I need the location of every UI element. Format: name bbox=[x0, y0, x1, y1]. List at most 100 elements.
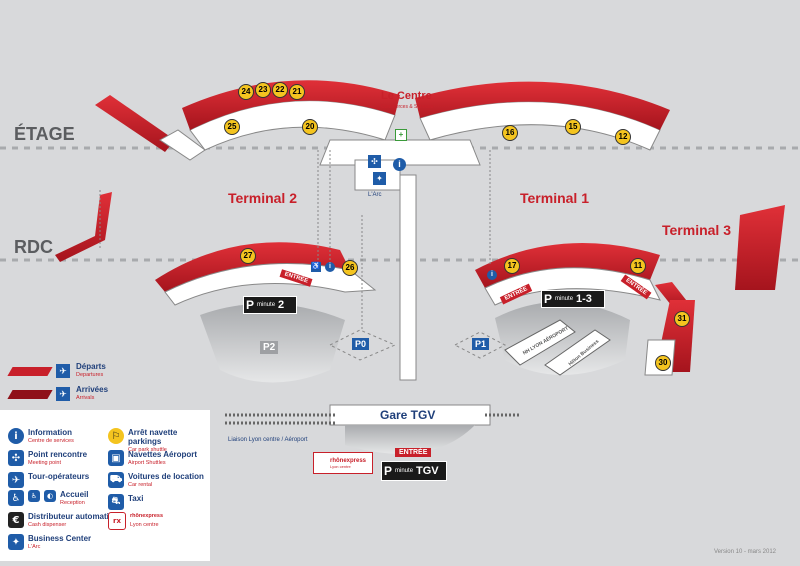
legend-tour-label: Tour-opérateurs bbox=[28, 472, 90, 481]
tour-operators-icon: ✈ bbox=[8, 472, 24, 488]
terminal-2-upper-wing bbox=[95, 80, 400, 161]
accessibility-icon-t2: ♿ bbox=[311, 262, 321, 272]
rhonexpress-box[interactable]: rhônexpress Lyon centre bbox=[313, 452, 373, 474]
p-minute-2-num: 2 bbox=[278, 299, 285, 311]
parking-p0-label: P0 bbox=[352, 338, 370, 350]
legend-taxi-label: Taxi bbox=[128, 494, 144, 503]
version-label: Version 10 - mars 2012 bbox=[713, 549, 776, 555]
gate-25: 25 bbox=[224, 119, 240, 135]
rhonexpress-sub: Lyon centre bbox=[330, 463, 351, 469]
label-rdc: RDC bbox=[14, 237, 53, 257]
business-center-icon: ✦ bbox=[8, 534, 24, 550]
gate-15: 15 bbox=[565, 119, 581, 135]
terminal-1-label: Terminal 1 bbox=[520, 190, 589, 206]
p-minute-13-num: 1-3 bbox=[576, 293, 592, 305]
car-rental-icon: ⛟ bbox=[108, 472, 124, 488]
p-minute-tgv-p: P bbox=[384, 464, 393, 478]
legend-rhonexpress-en: Lyon centre bbox=[130, 522, 159, 528]
meeting-point-icon: ✣ bbox=[8, 450, 24, 466]
legend-rental-en: Car rental bbox=[128, 482, 153, 488]
arrival-plane-icon: ✈ bbox=[56, 387, 70, 401]
legend-rhonexpress-label: rhônexpress bbox=[130, 513, 164, 519]
flow-departures: ✈ Départs Departures bbox=[7, 362, 106, 380]
gare-tgv-label: Gare TGV bbox=[380, 408, 436, 422]
le-centre-subtitle: Commerces & Services bbox=[381, 104, 434, 110]
gate-24: 24 bbox=[238, 84, 254, 100]
gate-20: 20 bbox=[302, 119, 318, 135]
arrival-swatch bbox=[7, 389, 53, 399]
gate-27: 27 bbox=[240, 248, 256, 264]
airport-shuttle-icon: ▣ bbox=[108, 450, 124, 466]
p-minute-13-p: P bbox=[544, 292, 553, 306]
p-minute-tgv-word: minute bbox=[395, 468, 414, 474]
gate-26: 26 bbox=[342, 260, 358, 276]
legend-business-en: L'Arc bbox=[28, 544, 41, 550]
legend-shuttle-en: Car park shuttle bbox=[128, 447, 167, 453]
legend-accueil-en: Reception bbox=[60, 500, 85, 506]
taxi-icon: ⛐ bbox=[108, 494, 124, 510]
rhonexpress-name: rhônexpress bbox=[330, 457, 367, 464]
le-centre-title: Le Centre bbox=[381, 90, 432, 102]
accessibility-icon: ♿ bbox=[8, 490, 24, 506]
parking-p0-outline bbox=[328, 329, 397, 361]
parking-p1-outline bbox=[453, 331, 507, 359]
legend-tour-operators: ✈ Tour-opérateurs bbox=[8, 472, 89, 488]
legend-accueil-label: Accueil bbox=[60, 490, 89, 499]
p-minute-2-word: minute bbox=[257, 302, 276, 308]
legend-navette-en: Airport Shuttles bbox=[128, 460, 166, 466]
parking-p2-label: P2 bbox=[260, 341, 279, 354]
liaison-label: Liaison Lyon centre / Aéroport bbox=[228, 437, 308, 443]
legend-meeting-en: Meeting point bbox=[28, 460, 62, 466]
cash-dispenser-icon: € bbox=[8, 512, 24, 528]
p-minute-2-badge: P minute 2 bbox=[243, 296, 297, 314]
hotel-buildings bbox=[504, 319, 611, 376]
departures-label: Départs bbox=[76, 362, 106, 371]
medical-icon: + bbox=[395, 129, 407, 141]
le-centre-hub bbox=[319, 139, 481, 381]
legend-navette-label: Navettes Aéroport bbox=[128, 450, 198, 459]
legend-shuttle-label: Arrêt navette parkings bbox=[128, 428, 178, 446]
information-icon-t2: i bbox=[325, 262, 335, 272]
legend-taxi: ⛐ Taxi bbox=[108, 494, 143, 510]
gate-21: 21 bbox=[289, 84, 305, 100]
gate-11: 11 bbox=[630, 258, 646, 274]
p-minute-tgv-num: TGV bbox=[416, 465, 439, 477]
information-icon: i bbox=[393, 158, 406, 171]
gate-31: 31 bbox=[674, 311, 690, 327]
legend-business-label: Business Center bbox=[28, 534, 92, 543]
gare-tgv-structure bbox=[225, 404, 520, 454]
meeting-point-icon: ✣ bbox=[368, 155, 381, 168]
car-park-shuttle-icon: ⚐ bbox=[108, 428, 124, 444]
gate-16: 16 bbox=[502, 125, 518, 141]
information-icon-t1: i bbox=[487, 270, 497, 280]
p-minute-tgv-badge: P minute TGV bbox=[381, 461, 447, 481]
departures-en: Departures bbox=[76, 372, 104, 378]
p-minute-2-p: P bbox=[246, 298, 255, 312]
label-etage: ÉTAGE bbox=[14, 124, 75, 144]
arrivals-en: Arrivals bbox=[76, 395, 95, 401]
departure-swatch bbox=[7, 366, 53, 376]
gate-12: 12 bbox=[615, 129, 631, 145]
gate-30: 30 bbox=[655, 355, 671, 371]
legend-meeting-label: Point rencontre bbox=[28, 450, 88, 459]
gate-23: 23 bbox=[255, 82, 271, 98]
terminal-2-ground bbox=[155, 242, 377, 306]
hearing-icon: ◐ bbox=[44, 490, 56, 502]
rhonexpress-icon: rx bbox=[108, 512, 126, 530]
flow-arrivals: ✈ Arrivées Arrivals bbox=[7, 385, 108, 403]
information-icon: i bbox=[8, 428, 24, 444]
arc-label: L'Arc bbox=[368, 192, 382, 198]
legend-rental-label: Voitures de location bbox=[128, 472, 204, 481]
flow-legend: ✈ Départs Departures ✈ Arrivées Arrivals bbox=[7, 360, 210, 410]
legend-information-en: Centre de services bbox=[28, 438, 74, 444]
p-minute-13-badge: P minute 1-3 bbox=[541, 290, 605, 308]
wheelchair-small-icon: ♿ bbox=[28, 490, 40, 502]
